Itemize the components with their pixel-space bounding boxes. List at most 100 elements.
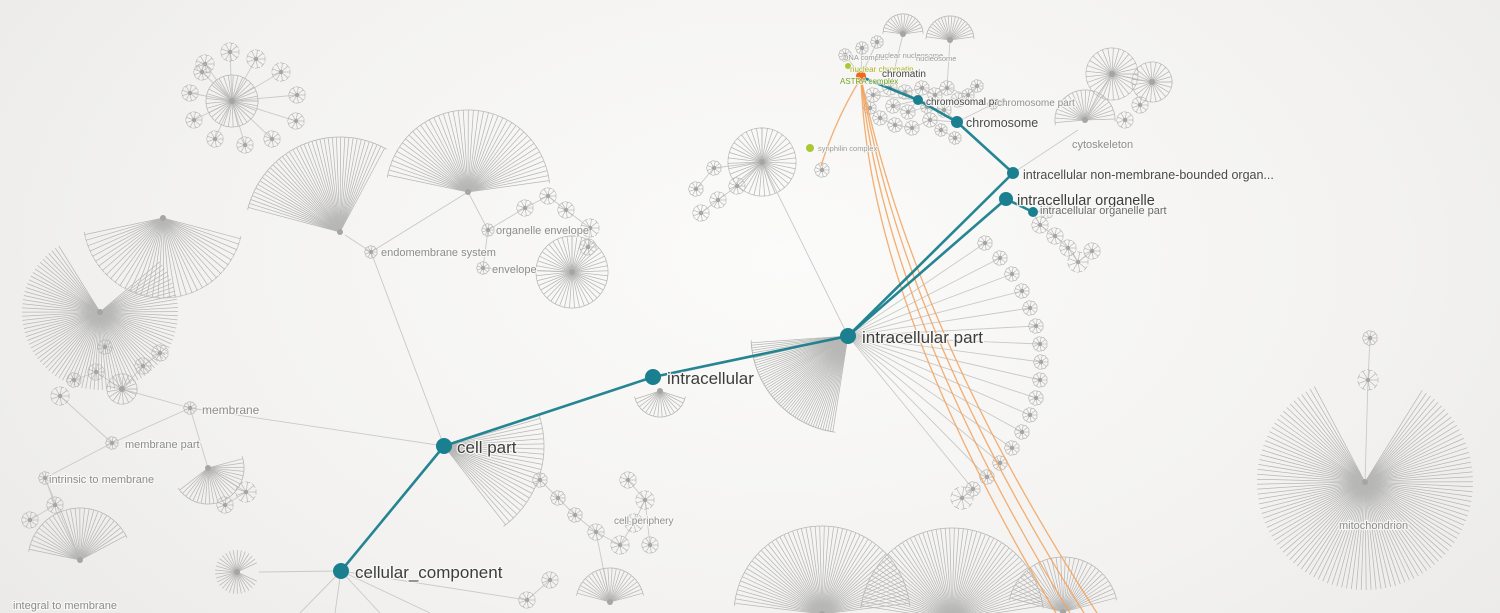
gear-center[interactable]: [1065, 245, 1071, 251]
go-term-node-intracellular[interactable]: [645, 369, 661, 385]
go-term-node-non_membrane_organelle[interactable]: [1007, 167, 1019, 179]
gear-center[interactable]: [253, 56, 259, 62]
gear-center[interactable]: [642, 497, 648, 503]
gear-center[interactable]: [140, 363, 146, 369]
gear-center[interactable]: [243, 489, 249, 495]
gear-center[interactable]: [593, 529, 599, 535]
highlight-node[interactable]: [806, 144, 814, 152]
gear-center[interactable]: [545, 193, 551, 199]
gear-center[interactable]: [278, 69, 284, 75]
fan-center-node[interactable]: [1082, 117, 1088, 123]
gear-center[interactable]: [93, 369, 99, 375]
gear-center[interactable]: [842, 52, 848, 58]
gear-center[interactable]: [698, 210, 704, 216]
gear-center[interactable]: [938, 127, 944, 133]
gear-center[interactable]: [625, 477, 631, 483]
label-intracellular-part[interactable]: intracellular part: [861, 327, 985, 348]
gear-center[interactable]: [199, 69, 205, 75]
highlight-node[interactable]: [845, 63, 851, 69]
gear-center[interactable]: [711, 165, 717, 171]
gear-center[interactable]: [990, 101, 996, 107]
fan-center-node[interactable]: [205, 465, 211, 471]
go-term-node-organelle_part[interactable]: [1028, 207, 1038, 217]
gear-center[interactable]: [480, 265, 486, 271]
label-intrinsic-to-membrane[interactable]: intrinsic to membrane: [48, 473, 156, 487]
label-chromatin[interactable]: chromatin: [881, 68, 927, 81]
gear-center[interactable]: [187, 405, 193, 411]
gear-center[interactable]: [819, 167, 825, 173]
gear-center[interactable]: [563, 207, 569, 213]
gear-center[interactable]: [1027, 412, 1033, 418]
gear-center[interactable]: [1367, 335, 1373, 341]
gear-center[interactable]: [1038, 359, 1044, 365]
label-cell-part[interactable]: cell part: [456, 437, 518, 458]
gear-center[interactable]: [874, 39, 880, 45]
gear-center[interactable]: [955, 97, 961, 103]
gear-center[interactable]: [227, 49, 233, 55]
gear-center[interactable]: [715, 197, 721, 203]
label-envelope[interactable]: envelope: [491, 263, 538, 277]
gear-center[interactable]: [974, 83, 980, 89]
gear-center[interactable]: [693, 186, 699, 192]
gear-center[interactable]: [202, 61, 208, 67]
selected-node[interactable]: [856, 71, 866, 81]
gear-center[interactable]: [1033, 323, 1039, 329]
gear-center[interactable]: [537, 477, 543, 483]
label-membrane[interactable]: membrane: [201, 402, 261, 418]
fan-center-node[interactable]: [947, 37, 953, 43]
gear-center[interactable]: [1365, 377, 1371, 383]
gear-center[interactable]: [52, 502, 58, 508]
gear-center[interactable]: [57, 393, 63, 399]
gear-center[interactable]: [859, 45, 865, 51]
label-membrane-part[interactable]: membrane part: [124, 438, 201, 452]
gear-center[interactable]: [1037, 377, 1043, 383]
fan-center-node[interactable]: [657, 388, 663, 394]
go-term-node-intracellular_part[interactable]: [840, 328, 856, 344]
go-term-node-cellular_component[interactable]: [333, 563, 349, 579]
gear-center[interactable]: [959, 495, 965, 501]
gear-center[interactable]: [109, 440, 115, 446]
label-cytoskeleton[interactable]: cytoskeleton: [1071, 138, 1135, 152]
gear-center[interactable]: [42, 475, 48, 481]
label-intracellular-non-membrane-bounded-organelle[interactable]: intracellular non-membrane-bounded organ…: [1022, 167, 1275, 183]
gear-center[interactable]: [965, 92, 971, 98]
fan-center-node[interactable]: [1060, 609, 1066, 613]
gear-center[interactable]: [242, 142, 248, 148]
gear-center[interactable]: [27, 517, 33, 523]
fan-center-node[interactable]: [234, 569, 240, 575]
gear-center[interactable]: [587, 225, 593, 231]
label-nucleosome[interactable]: nucleosome: [915, 53, 957, 63]
label-mitochondrion[interactable]: mitochondrion: [1338, 519, 1409, 533]
gear-center[interactable]: [982, 240, 988, 246]
gear-center[interactable]: [191, 117, 197, 123]
gear-center[interactable]: [984, 474, 990, 480]
gear-center[interactable]: [1009, 271, 1015, 277]
gear-center[interactable]: [1075, 259, 1081, 265]
fan-center-node[interactable]: [569, 269, 575, 275]
gear-center[interactable]: [1033, 395, 1039, 401]
gear-center[interactable]: [293, 118, 299, 124]
gear-center[interactable]: [522, 205, 528, 211]
gear-center[interactable]: [1052, 233, 1058, 239]
fan-center-node[interactable]: [900, 31, 906, 37]
gear-center[interactable]: [1019, 429, 1025, 435]
label-endomembrane-system[interactable]: endomembrane system: [380, 246, 497, 260]
gear-center[interactable]: [585, 244, 591, 250]
gear-center[interactable]: [970, 486, 976, 492]
gear-center[interactable]: [555, 495, 561, 501]
fan-center-node[interactable]: [1149, 79, 1155, 85]
fan-center-node[interactable]: [1362, 479, 1368, 485]
label-chromosomal-part[interactable]: chromosomal part: [925, 96, 1008, 109]
gear-center[interactable]: [1089, 248, 1095, 254]
fan-center-node[interactable]: [97, 309, 103, 315]
label-intracellular-organelle-part[interactable]: intracellular organelle part: [1039, 204, 1168, 218]
label-astra-complex[interactable]: ASTRA complex: [839, 76, 899, 86]
gear-center[interactable]: [524, 597, 530, 603]
label-intracellular[interactable]: intracellular: [666, 368, 756, 389]
label-nuclear-chromatin[interactable]: nuclear chromatin: [849, 64, 914, 74]
gear-center[interactable]: [1009, 445, 1015, 451]
label-chromosome[interactable]: chromosome: [965, 115, 1040, 131]
gear-center[interactable]: [1019, 288, 1025, 294]
gear-center[interactable]: [890, 103, 896, 109]
